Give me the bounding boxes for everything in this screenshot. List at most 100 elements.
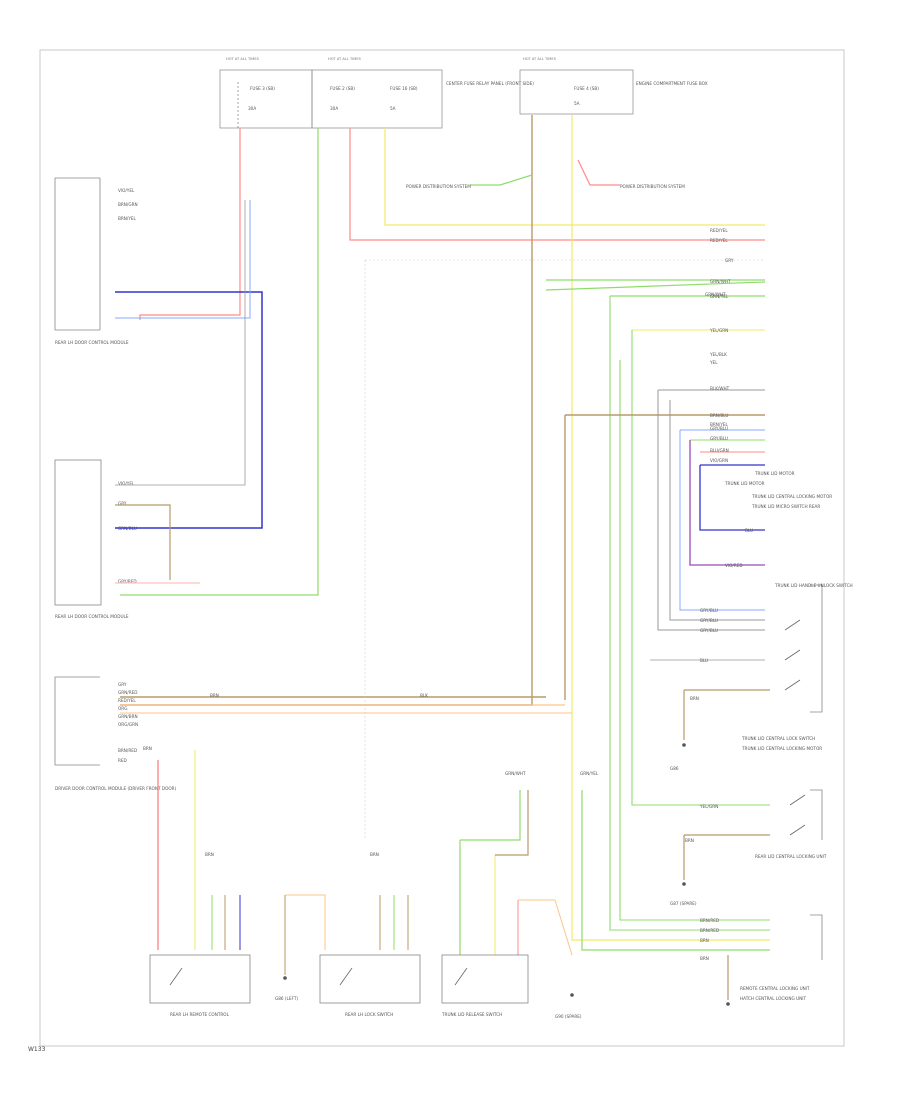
svg-text:BRN/YEL: BRN/YEL [118, 216, 137, 221]
ground-1: G86 (LEFT) [275, 976, 298, 1001]
driver-harness [120, 259, 765, 840]
svg-text:TRUNK LID RELEASE SWITCH: TRUNK LID RELEASE SWITCH [441, 1012, 502, 1017]
svg-text:HOT AT ALL TIMES: HOT AT ALL TIMES [328, 57, 362, 61]
svg-text:RED/YEL: RED/YEL [118, 698, 136, 703]
svg-text:TRUNK LID CENTRAL LOCKING MOTO: TRUNK LID CENTRAL LOCKING MOTOR [741, 746, 822, 751]
svg-text:G86 (LEFT): G86 (LEFT) [275, 996, 298, 1001]
svg-text:GRN/WHT: GRN/WHT [705, 292, 726, 297]
svg-text:VIO/YEL: VIO/YEL [118, 481, 135, 486]
svg-text:BRN: BRN [690, 696, 699, 701]
svg-text:RED: RED [118, 758, 127, 763]
svg-text:BRN/BLU: BRN/BLU [710, 413, 728, 418]
svg-text:VIO/GRN: VIO/GRN [710, 458, 728, 463]
svg-text:BRN: BRN [143, 746, 152, 751]
ground-symbols: G86 (LEFT) G86 G87 (SPARE) G90 (SPARE) [275, 743, 730, 1019]
svg-text:30A: 30A [330, 106, 338, 111]
svg-text:YEL/GRN: YEL/GRN [709, 328, 728, 333]
svg-text:BRN: BRN [685, 838, 694, 843]
svg-text:TRUNK LID CENTRAL LOCKING MOTO: TRUNK LID CENTRAL LOCKING MOTOR [751, 494, 832, 499]
svg-text:GRN/WHT: GRN/WHT [505, 771, 526, 776]
svg-text:TRUNK LID MOTOR: TRUNK LID MOTOR [754, 471, 795, 476]
svg-text:POWER DISTRIBUTION SYSTEM: POWER DISTRIBUTION SYSTEM [406, 184, 471, 189]
wire-brown-fuse4 [120, 115, 533, 706]
svg-text:5A: 5A [574, 101, 580, 106]
svg-text:YEL: YEL [709, 360, 718, 365]
svg-text:BLK/WHT: BLK/WHT [710, 386, 730, 391]
svg-text:GRY: GRY [118, 682, 127, 687]
svg-text:GRY/BLU: GRY/BLU [700, 608, 718, 613]
wire-red-fuse2b [349, 128, 765, 241]
svg-text:GRN/WHT: GRN/WHT [710, 279, 731, 284]
svg-text:REAR LH REMOTE CONTROL: REAR LH REMOTE CONTROL [170, 1012, 230, 1017]
svg-text:FUSE 16 (SB): FUSE 16 (SB) [390, 86, 418, 91]
svg-text:GRN/RED: GRN/RED [118, 690, 137, 695]
fuse-box-1: HOT AT ALL TIMES FUSE 3 (SB) 30A [219, 57, 313, 129]
wire-green-pds [470, 174, 533, 186]
svg-text:GRN/YEL: GRN/YEL [580, 771, 599, 776]
ground-2: G86 [670, 743, 686, 771]
diagram-frame [39, 49, 845, 1047]
wire-label-group: POWER DISTRIBUTION SYSTEM POWER DISTRIBU… [143, 184, 795, 961]
svg-text:VIO/YEL: VIO/YEL [118, 188, 135, 193]
svg-text:YEL/BLK: YEL/BLK [709, 352, 727, 357]
ground-4: G90 (SPARE) [555, 993, 730, 1019]
svg-text:GRY: GRY [118, 501, 127, 506]
svg-text:TRUNK LID HANDLE UNLOCK SWITCH: TRUNK LID HANDLE UNLOCK SWITCH [774, 583, 853, 588]
svg-text:GRY: GRY [725, 258, 734, 263]
svg-text:BRN/RED: BRN/RED [118, 748, 137, 753]
svg-text:HOT AT ALL TIMES: HOT AT ALL TIMES [523, 57, 557, 61]
fuse-box-2: HOT AT ALL TIMES FUSE 2 (SB) 30A FUSE 16… [311, 57, 534, 129]
wire-yellow-fuse16 [384, 128, 765, 226]
svg-text:GRY/RED: GRY/RED [118, 579, 137, 584]
svg-text:BRN/YEL: BRN/YEL [710, 422, 729, 427]
svg-text:FUSE 3 (SB): FUSE 3 (SB) [250, 86, 275, 91]
svg-text:BLU/GRN: BLU/GRN [710, 448, 729, 453]
svg-text:BLU: BLU [745, 528, 753, 533]
svg-text:ORG/GRN: ORG/GRN [118, 722, 138, 727]
svg-text:REAR LH LOCK SWITCH: REAR LH LOCK SWITCH [345, 1012, 393, 1017]
svg-text:G87 (SPARE): G87 (SPARE) [670, 901, 697, 906]
wire-red-pds [577, 159, 620, 186]
svg-text:GRY/BLU: GRY/BLU [710, 436, 728, 441]
ground-3: G87 (SPARE) [670, 882, 697, 906]
svg-text:TRUNK LID MICRO SWITCH REAR: TRUNK LID MICRO SWITCH REAR [751, 504, 820, 509]
svg-text:ORG: ORG [118, 706, 127, 711]
svg-text:5A: 5A [390, 106, 396, 111]
svg-text:REMOTE CENTRAL LOCKING UNIT: REMOTE CENTRAL LOCKING UNIT [740, 986, 810, 991]
svg-text:BRN: BRN [700, 956, 709, 961]
svg-text:GRY/BLU: GRY/BLU [700, 628, 718, 633]
component-right-set: TRUNK LID CENTRAL LOCKING MOTOR TRUNK LI… [724, 481, 853, 1001]
svg-text:HOT AT ALL TIMES: HOT AT ALL TIMES [226, 57, 260, 61]
svg-text:GRY/BLU: GRY/BLU [710, 426, 728, 431]
wire-green-fuse2 [120, 128, 319, 596]
switch-rear-lh-remote: REAR LH REMOTE CONTROL [149, 954, 251, 1017]
svg-text:TRUNK LID MOTOR: TRUNK LID MOTOR [724, 481, 765, 486]
svg-text:GRY/BLU: GRY/BLU [700, 618, 718, 623]
svg-text:POWER DISTRIBUTION SYSTEM: POWER DISTRIBUTION SYSTEM [620, 184, 685, 189]
svg-text:BRN: BRN [210, 693, 219, 698]
svg-text:BRN/RED: BRN/RED [700, 928, 719, 933]
svg-text:REAR LH DOOR CONTROL MODULE: REAR LH DOOR CONTROL MODULE [55, 614, 129, 619]
left-door-module: REAR LH DOOR CONTROL MODULE VIO/YEL BRN/… [54, 177, 138, 345]
svg-text:VIO/RED: VIO/RED [725, 563, 743, 568]
svg-text:FUSE 2 (SB): FUSE 2 (SB) [330, 86, 355, 91]
svg-text:RED/YEL: RED/YEL [710, 238, 728, 243]
svg-text:G90 (SPARE): G90 (SPARE) [555, 1014, 582, 1019]
svg-text:BLU: BLU [700, 658, 708, 663]
wire-right-module-lines [115, 200, 246, 584]
svg-text:BRN/GRN: BRN/GRN [118, 202, 138, 207]
svg-text:BRN: BRN [205, 852, 214, 857]
svg-text:YEL/GRN: YEL/GRN [699, 804, 718, 809]
svg-text:CENTER FUSE RELAY PANEL (FRONT: CENTER FUSE RELAY PANEL (FRONT SIDE) [446, 81, 534, 86]
svg-text:REAR LID CENTRAL LOCKING UNIT: REAR LID CENTRAL LOCKING UNIT [755, 854, 827, 859]
svg-text:BRN: BRN [370, 852, 379, 857]
svg-text:GRN/BRN: GRN/BRN [118, 714, 138, 719]
svg-text:ENGINE COMPARTMENT FUSE BOX: ENGINE COMPARTMENT FUSE BOX [636, 81, 708, 86]
wire-red-fuse3 [139, 128, 241, 320]
svg-text:BRN/RED: BRN/RED [700, 918, 719, 923]
switch-rear-lh-lock: REAR LH LOCK SWITCH [319, 954, 421, 1017]
svg-text:BLK: BLK [420, 693, 428, 698]
wire-blue-left [115, 200, 263, 529]
svg-text:30A: 30A [248, 106, 256, 111]
